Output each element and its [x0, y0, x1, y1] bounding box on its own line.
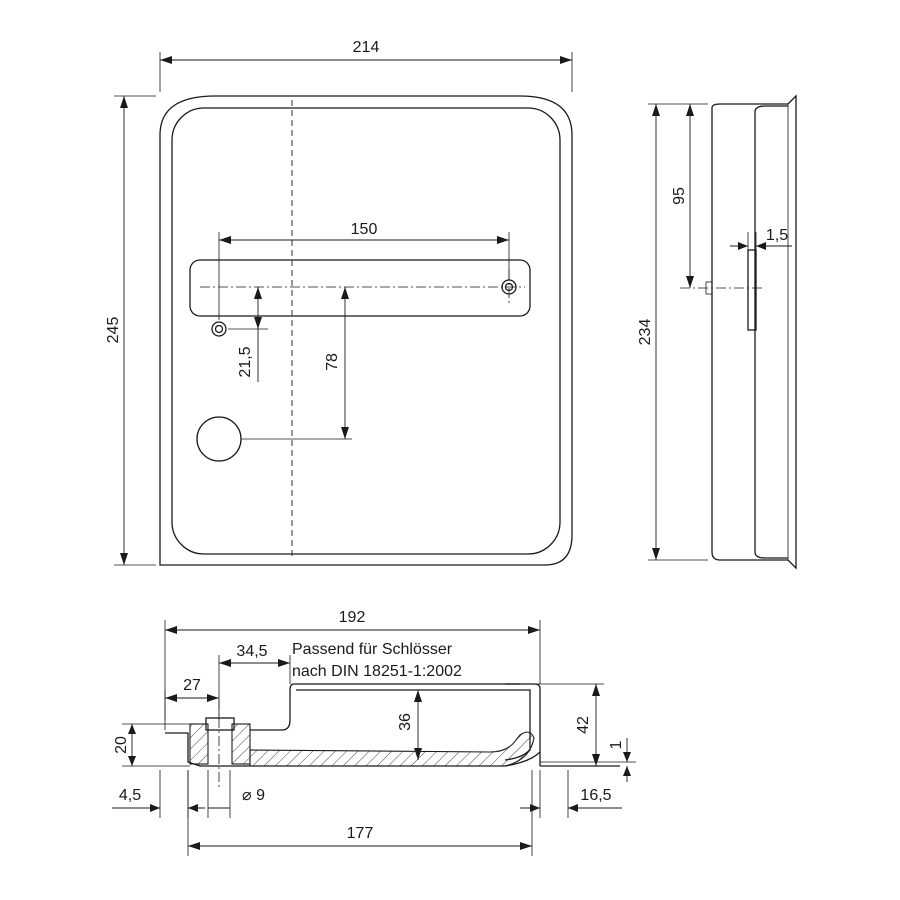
side-inner-bottom [754, 551, 788, 559]
dim-hole-spacing-150: 150 [351, 221, 378, 238]
section-hatched-tray [249, 731, 535, 767]
dim-margin-16-5: 16,5 [580, 787, 611, 804]
side-view: 234 95 1,5 [637, 94, 797, 570]
dim-margin-4-5: 4,5 [119, 787, 141, 804]
dim-section-width-192: 192 [339, 609, 366, 626]
dim-overall-depth-42: 42 [575, 716, 592, 734]
dim-flange-27: 27 [183, 677, 201, 694]
dim-base-width-177: 177 [347, 825, 374, 842]
side-inner-top [754, 105, 788, 113]
side-body-outline [711, 94, 797, 570]
dim-cylinder-offset-78: 78 [324, 353, 341, 371]
screw-hole-left [211, 321, 227, 337]
section-lock-block [189, 723, 209, 765]
dim-side-height-234: 234 [637, 319, 654, 346]
front-outer-outline [159, 95, 573, 566]
dim-side-offset-95: 95 [671, 187, 688, 205]
front-view: 214 245 150 21,5 78 [105, 39, 573, 566]
dim-width-214: 214 [353, 39, 380, 56]
side-lock-detail [747, 249, 757, 331]
cylinder-hole [196, 416, 242, 462]
section-lock-block-right [231, 723, 251, 765]
section-lock-top [205, 717, 235, 731]
dim-hole-offset-21-5: 21,5 [237, 346, 254, 377]
dim-hole-diameter-9: ⌀ 9 [242, 787, 265, 804]
note-line-1: Passend für Schlösser [292, 641, 453, 658]
front-inner-outline [171, 107, 561, 555]
dim-inner-depth-36: 36 [397, 713, 414, 731]
dim-lock-offset-34-5: 34,5 [236, 643, 267, 660]
dim-height-20: 20 [113, 736, 130, 754]
note-line-2: nach DIN 18251-1:2002 [292, 663, 462, 680]
section-view: 192 34,5 Passend für Schlösser nach DIN … [112, 609, 636, 856]
dim-height-245: 245 [105, 317, 122, 344]
lock-plate-slot [189, 259, 531, 317]
screw-hole-left-inner [214, 324, 224, 334]
dim-thickness-1-5: 1,5 [766, 227, 788, 244]
dim-lip-1: 1 [608, 740, 625, 749]
